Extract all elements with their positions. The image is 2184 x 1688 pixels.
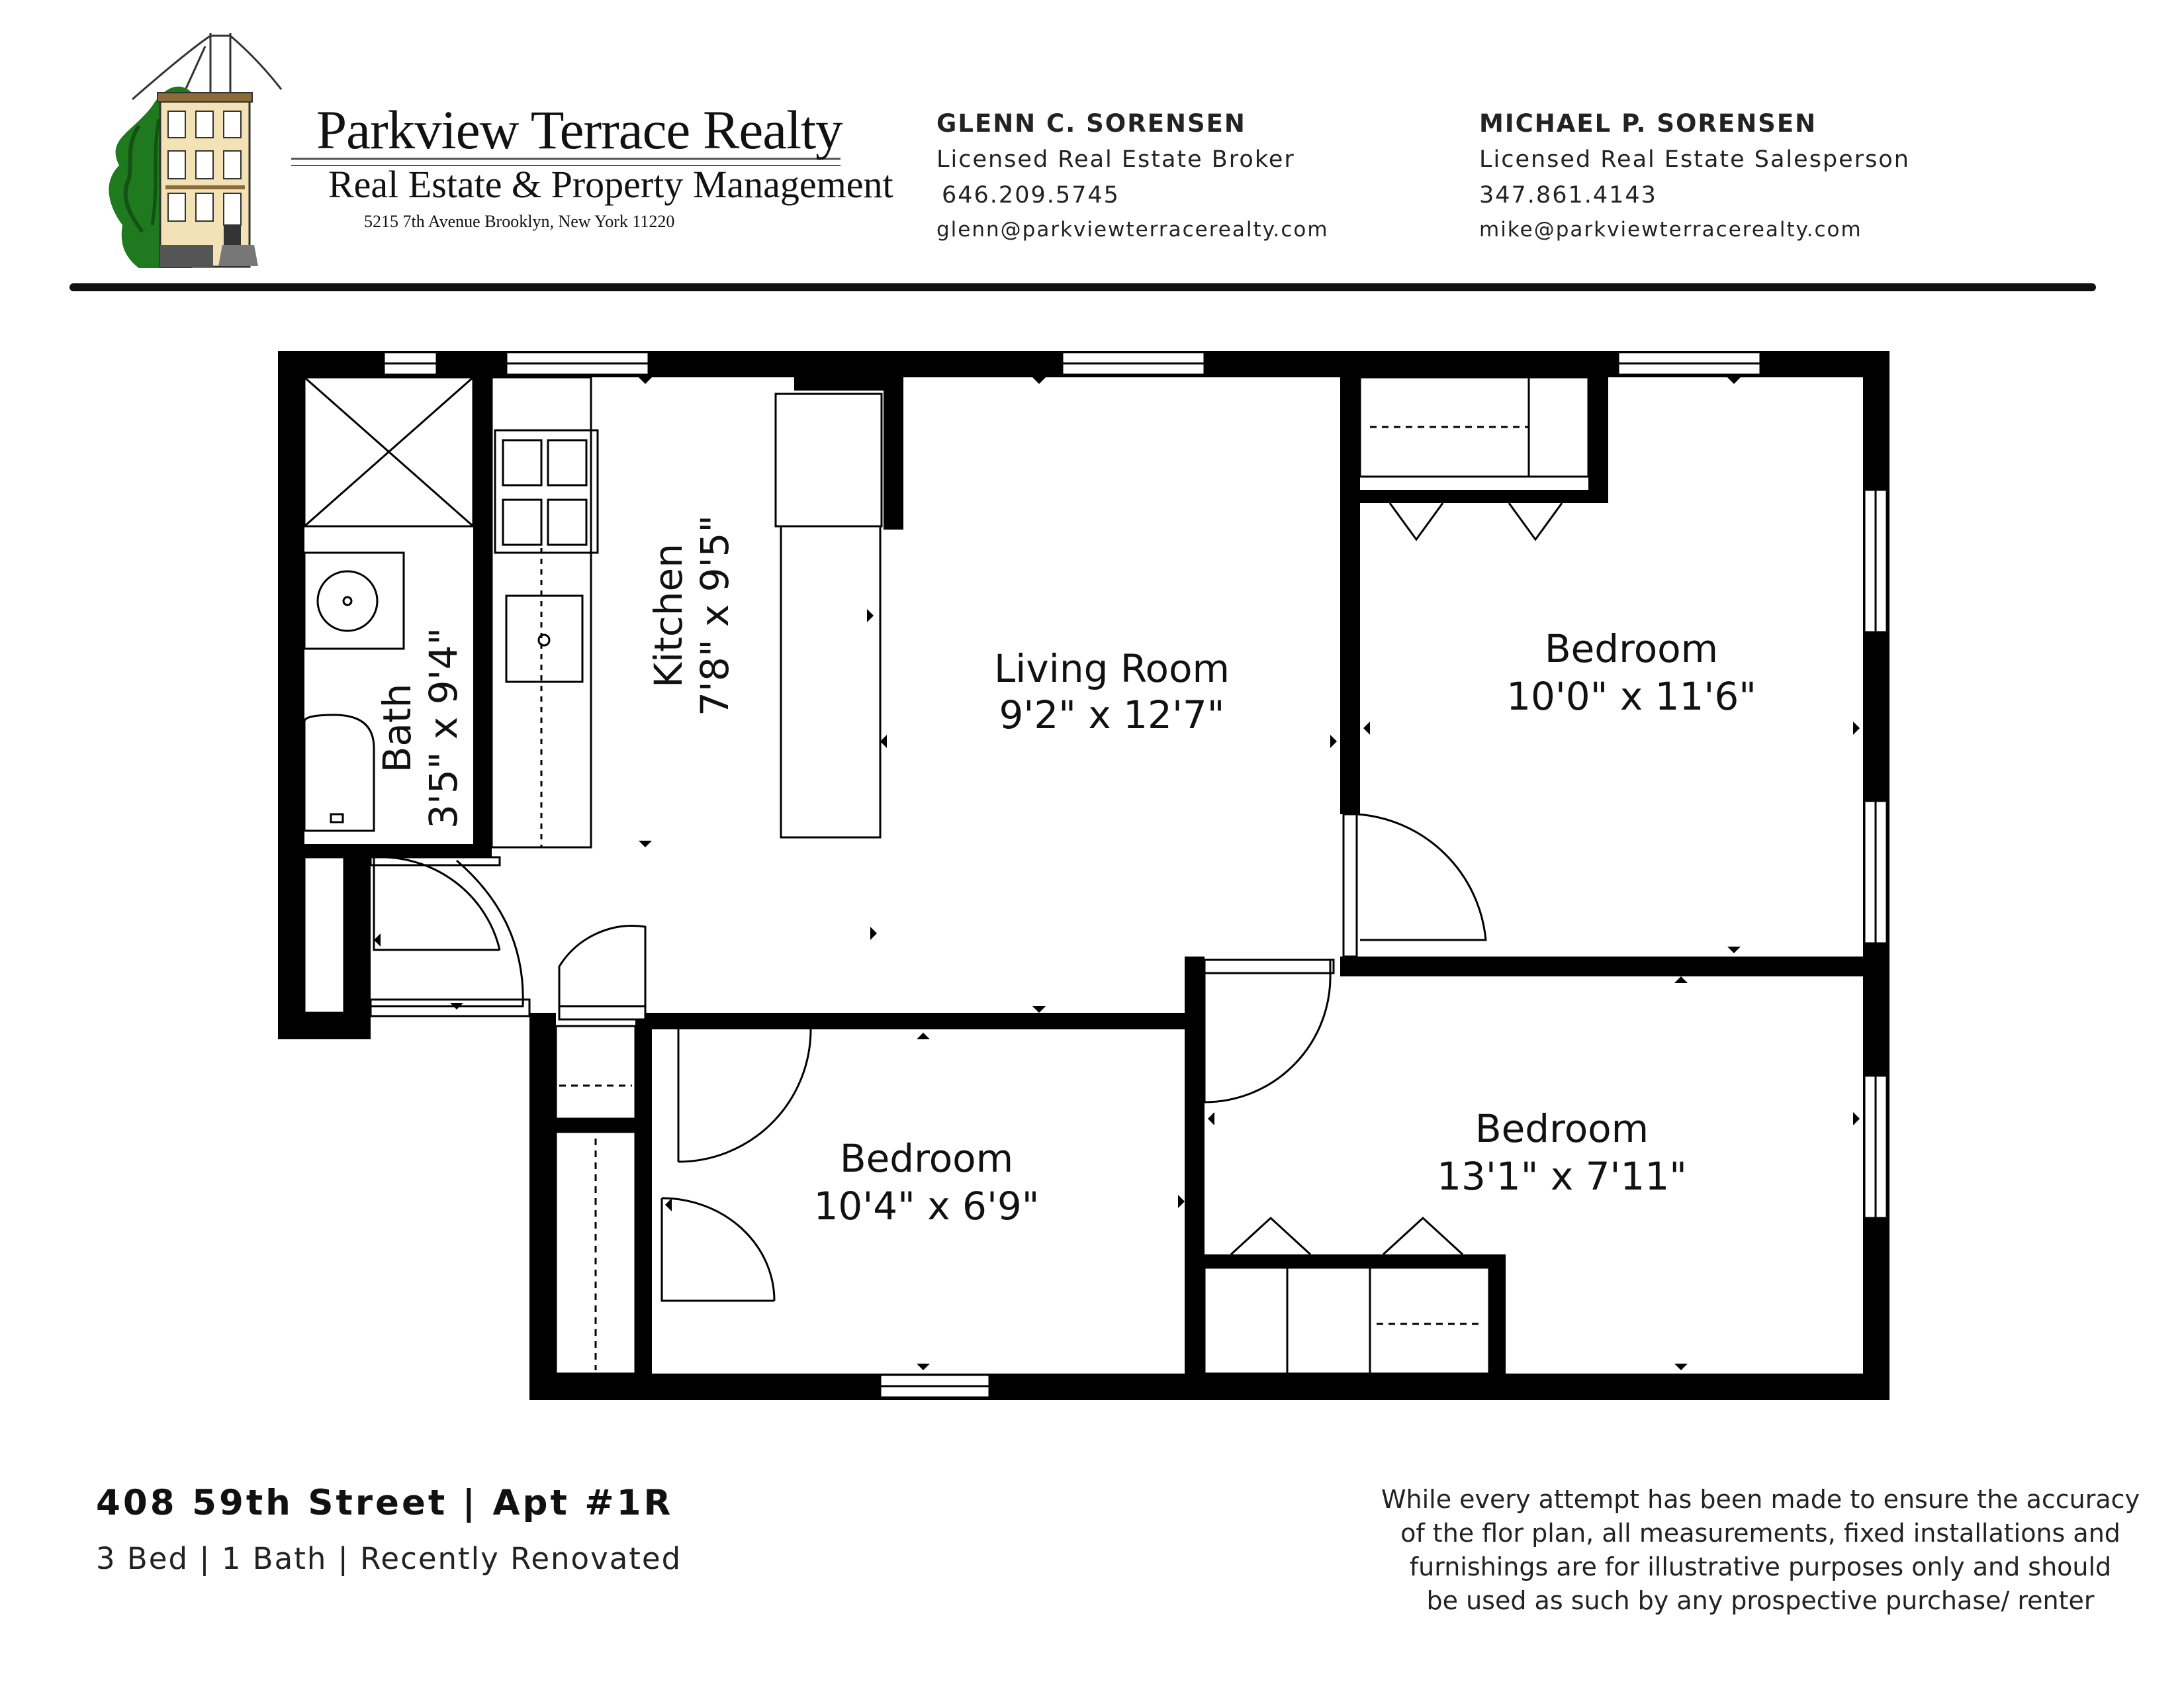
room-name: Kitchen [646, 543, 691, 688]
hall-door[interactable] [558, 925, 647, 1006]
stove-icon [494, 429, 599, 554]
room-dimensions: 10'4" x 6'9" [814, 1184, 1040, 1229]
toilet-icon [303, 714, 375, 832]
room-dimensions: 7'8" x 9'5" [692, 515, 737, 716]
company-name: Parkview Terrace Realty [316, 99, 843, 160]
room-dimensions: 10'0" x 11'6" [1506, 674, 1756, 719]
building-icon [157, 92, 258, 268]
agent-card-glenn: GLENN C. SORENSEN Licensed Real Estate B… [936, 109, 1329, 251]
room-dimensions: 9'2" x 12'7" [999, 692, 1225, 737]
bedroom-door[interactable] [1356, 813, 1487, 941]
room-name: Bedroom [1545, 626, 1718, 671]
room-label-bedroom-2: Bedroom 10'4" x 6'9" [814, 1136, 1040, 1229]
dimension-markers [374, 377, 1860, 1370]
room-label-bedroom-1: Bedroom 10'0" x 11'6" [1506, 626, 1756, 719]
room-label-kitchen: Kitchen 7'8" x 9'5" [646, 515, 737, 716]
room-label-bath: Bath 3'5" x 9'4" [375, 628, 466, 829]
header-divider [69, 283, 2096, 291]
agent-title: Licensed Real Estate Salesperson [1479, 146, 1910, 173]
room-dimensions: 3'5" x 9'4" [421, 628, 466, 829]
room-dimensions: 13'1" x 7'11" [1437, 1154, 1687, 1199]
bridge-icon [132, 33, 283, 120]
doors [369, 813, 1487, 1302]
agent-email: glenn@parkviewterracerealty.com [936, 218, 1329, 242]
walls [278, 351, 1889, 1400]
agent-phone: 646.209.5745 [942, 182, 1120, 209]
room-name: Bath [375, 684, 420, 773]
agent-name: GLENN C. SORENSEN [936, 109, 1246, 138]
shower-icon [303, 376, 475, 528]
entry-door[interactable] [373, 857, 500, 951]
sink-icon [303, 551, 405, 650]
closet-door[interactable] [660, 1198, 774, 1302]
disclaimer-line: While every attempt has been made to ens… [1381, 1485, 2140, 1514]
company-tagline: Real Estate & Property Management [328, 163, 893, 206]
windows [383, 351, 1888, 1399]
fixtures [303, 376, 1590, 1375]
agent-phone: 347.861.4143 [1479, 182, 1657, 209]
disclaimer: While every attempt has been made to ens… [1330, 1483, 2184, 1618]
kitchen-island [780, 525, 882, 839]
agent-name: MICHAEL P. SORENSEN [1479, 109, 1817, 138]
room-name: Bedroom [1475, 1106, 1649, 1151]
room-label-bedroom-3: Bedroom 13'1" x 7'11" [1437, 1106, 1687, 1199]
disclaimer-line: be used as such by any prospective purch… [1426, 1586, 2095, 1615]
listing-summary: 3 Bed | 1 Bath | Recently Renovated [96, 1541, 682, 1576]
agent-title: Licensed Real Estate Broker [936, 146, 1295, 173]
room-label-living-room: Living Room 9'2" x 12'7" [994, 646, 1230, 737]
company-address: 5215 7th Avenue Brooklyn, New York 11220 [364, 212, 675, 231]
disclaimer-line: furnishings are for illustrative purpose… [1409, 1552, 2112, 1581]
bedroom-door[interactable] [1204, 960, 1332, 1103]
listing-address: 408 59th Street | Apt #1R [96, 1483, 674, 1523]
room-name: Living Room [994, 646, 1230, 691]
disclaimer-line: of the flor plan, all measurements, fixe… [1400, 1519, 2120, 1548]
kitchen-sink-icon [505, 594, 584, 683]
agent-card-michael: MICHAEL P. SORENSEN Licensed Real Estate… [1479, 109, 1910, 251]
company-logo [109, 33, 841, 268]
agent-email: mike@parkviewterracerealty.com [1479, 218, 1862, 242]
refrigerator-icon [774, 393, 883, 528]
room-name: Bedroom [840, 1136, 1013, 1181]
